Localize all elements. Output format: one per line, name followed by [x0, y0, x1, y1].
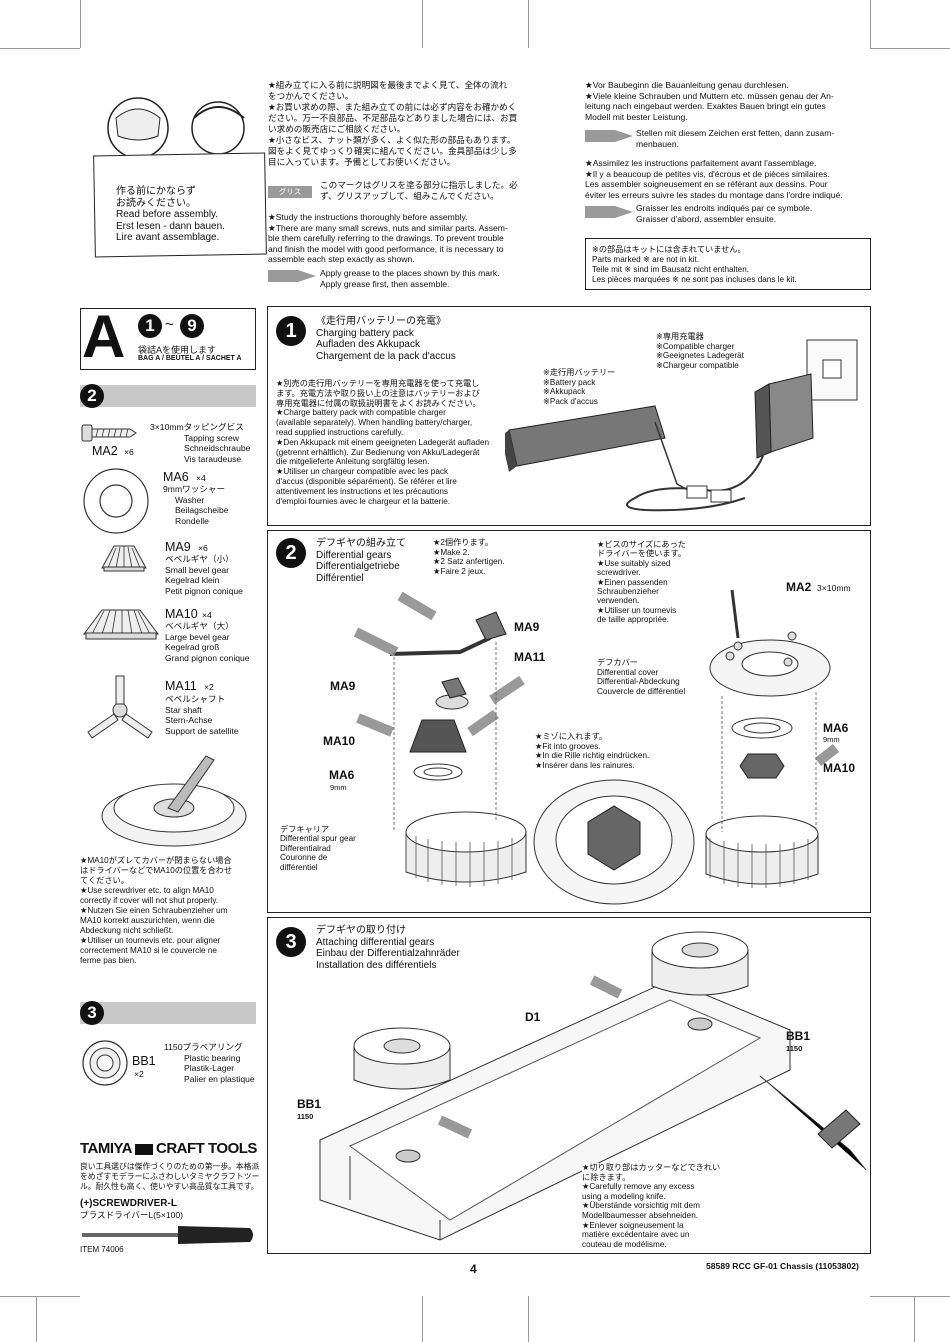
parts2-step: 2 — [80, 384, 104, 408]
align-ma10-illustration-icon — [101, 755, 247, 847]
label-ma6-right: MA6 — [823, 721, 849, 735]
tapping-screw-icon — [81, 424, 137, 442]
step3-num: 3 — [276, 927, 306, 957]
label-1150-right: 1150 — [786, 1044, 803, 1053]
bag-box — [80, 308, 256, 370]
ma10-qty: ×4 — [202, 610, 212, 620]
ma2-code: MA2 — [92, 444, 118, 458]
screwdriver-name: (+)SCREWDRIVER-L — [80, 1198, 177, 1209]
bag-letter: A — [82, 303, 126, 370]
step2-screwdriver-note: ★ビスのサイズにあった ドライバーを使います。 ★Use suitably si… — [597, 540, 687, 625]
label-ma2-size: 3×10mm — [817, 583, 851, 593]
ma6-code: MA6 — [163, 470, 189, 484]
step1-num: 1 — [276, 316, 306, 346]
page-number: 4 — [470, 1262, 477, 1276]
ma10-code: MA10 — [165, 607, 198, 621]
grease-brush-de-icon — [585, 130, 633, 142]
label-ma10-right: MA10 — [823, 761, 856, 775]
battery-label: ※走行用バッテリー ※Battery pack ※Akkupack ※Pack … — [543, 368, 616, 406]
header-fr-text: ★Assimilez les instructions parfaitement… — [585, 158, 843, 200]
diff-cover-label: デフカバー Differential cover Differential-Ab… — [597, 658, 686, 696]
bag-range-end: 9 — [180, 314, 204, 338]
ma11-desc: ベベルシャフト Star shaft Stern-Achse Support d… — [165, 694, 239, 736]
step2-num: 2 — [276, 538, 306, 568]
star-shaft-icon — [87, 675, 153, 739]
tools-item: ITEM 74006 — [80, 1245, 124, 1254]
tools-desc: 良い工具選びは傑作づくりのための第一歩。本格派 をめざすモデラーにふさわしいタミ… — [80, 1162, 260, 1191]
ma10-desc: ベベルギヤ（大） Large bevel gear Kegelrad groß … — [165, 621, 250, 663]
ma11-code: MA11 — [165, 679, 197, 693]
ma9-code: MA9 — [165, 540, 191, 554]
step1-title: 《走行用バッテリーの充電》 Charging battery pack Aufl… — [316, 316, 456, 362]
label-9mm-left: 9mm — [330, 783, 347, 792]
ma6-desc: 9mmワッシャー Washer Beilagscheibe Rondelle — [163, 484, 229, 526]
ma2-qty: ×6 — [124, 447, 134, 457]
washer-icon — [83, 468, 149, 534]
small-bevel-gear-icon — [101, 545, 147, 572]
align-note: ★MA10がズレてカバーが閉まらない場合 はドライバーなどでMA10の位置を合わ… — [80, 856, 233, 965]
step1-box — [267, 306, 871, 526]
step2-box — [267, 530, 871, 913]
step2-make: ★2個作ります。 ★Make 2. ★2 Satz anfertigen. ★F… — [433, 538, 505, 576]
battery-charger-illustration-icon — [505, 339, 858, 512]
header-en-text: ★Study the instructions thoroughly befor… — [268, 212, 508, 265]
charger-label: ※専用充電器 ※Compatible charger ※Geeignetes L… — [656, 332, 744, 370]
parts2-bar — [80, 385, 256, 407]
parts3-bar — [80, 1002, 256, 1024]
bag-langs: BAG A / BEUTEL A / SACHET A — [138, 355, 242, 362]
header-jp-text: ★組み立てに入る前に説明図を最後までよく見て、全体の流れ をつかんでください。 … — [268, 80, 518, 167]
label-ma2: MA2 — [786, 580, 812, 594]
label-bb1-left: BB1 — [297, 1097, 322, 1111]
not-in-kit-box — [585, 238, 871, 290]
label-ma9-top: MA9 — [514, 620, 540, 634]
screwdriver-name-jp: プラスドライバーL(5×100) — [80, 1210, 184, 1220]
ma9-desc: ベベルギヤ（小） Small bevel gear Kegelrad klein… — [165, 554, 243, 596]
label-ma11: MA11 — [514, 650, 546, 664]
step3-box — [267, 917, 871, 1254]
step2-title: デフギヤの組み立て Differential gears Differentia… — [316, 538, 406, 584]
knife-note: ★切り取り部はカッターなどできれい に除きます。 ★Carefully remo… — [582, 1163, 721, 1250]
label-ma6-left: MA6 — [329, 768, 355, 782]
label-1150-left: 1150 — [297, 1112, 314, 1121]
label-d1: D1 — [525, 1010, 541, 1024]
grease-brush-fr-icon — [585, 206, 633, 218]
label-bb1-right: BB1 — [786, 1029, 811, 1043]
header-de-text: ★Vor Baubeginn die Bauanleitung genau du… — [585, 80, 834, 122]
step1-notes: ★別売の走行用バッテリーを専用充電器を使って充電し ます。充電方法や取り扱い上の… — [276, 379, 490, 506]
bb1-desc: 1150プラベアリング Plastic bearing Plastik-Lage… — [164, 1042, 255, 1084]
header-jp-grease: このマークはグリスを塗る部分に指示しました。必 ず、グリスアップして、組みこんで… — [320, 180, 518, 201]
ma6-qty: ×4 — [196, 473, 206, 483]
bag-range-sep: ~ — [165, 316, 174, 333]
diff-carrier-label: デフキャリア Differential spur gear Differenti… — [280, 825, 356, 872]
bb1-code: BB1 — [132, 1054, 156, 1068]
screwdriver-icon — [82, 1226, 253, 1244]
bag-range-start: 1 — [138, 314, 162, 338]
ma2-desc: 3×10mmタッピングビス Tapping screw Schneidschra… — [150, 422, 251, 464]
parts3-step: 3 — [80, 1001, 104, 1025]
grease-brush-icon — [268, 270, 316, 282]
ma9-qty: ×6 — [198, 543, 208, 553]
not-in-kit-text: ※の部品はキットには含まれていません。 Parts marked ※ are n… — [592, 245, 797, 284]
differential-assembly-illustration-icon — [353, 589, 840, 905]
doc-code: 58589 RCC GF-01 Chassis (11053802) — [706, 1261, 859, 1271]
read-before-text: 作る前にかならず お読みください。 Read before assembly. … — [116, 186, 225, 243]
ma11-qty: ×2 — [204, 682, 214, 692]
bb1-qty: ×2 — [134, 1069, 144, 1079]
label-9mm-right: 9mm — [823, 735, 840, 744]
label-ma9-left: MA9 — [330, 679, 356, 693]
bag-jp: 袋詰Aを使用します — [138, 345, 217, 355]
grooves-note: ★ミゾに入れます。 ★Fit into grooves. ★In die Ril… — [535, 732, 650, 770]
grease-badge-jp: グリス — [268, 186, 312, 198]
header-de-grease: Stellen mit diesem Zeichen erst fetten, … — [636, 128, 835, 149]
header-en-grease: Apply grease to the places shown by this… — [320, 268, 500, 289]
plastic-bearing-icon — [82, 1040, 128, 1086]
label-ma10-left: MA10 — [323, 734, 356, 748]
header-fr-grease: Graisser les endroits indiqués par ce sy… — [636, 203, 813, 224]
chassis-assembly-illustration-icon — [319, 931, 866, 1241]
large-bevel-gear-icon — [83, 609, 159, 640]
step3-title: デフギヤの取り付け Attaching differential gears E… — [316, 925, 460, 971]
